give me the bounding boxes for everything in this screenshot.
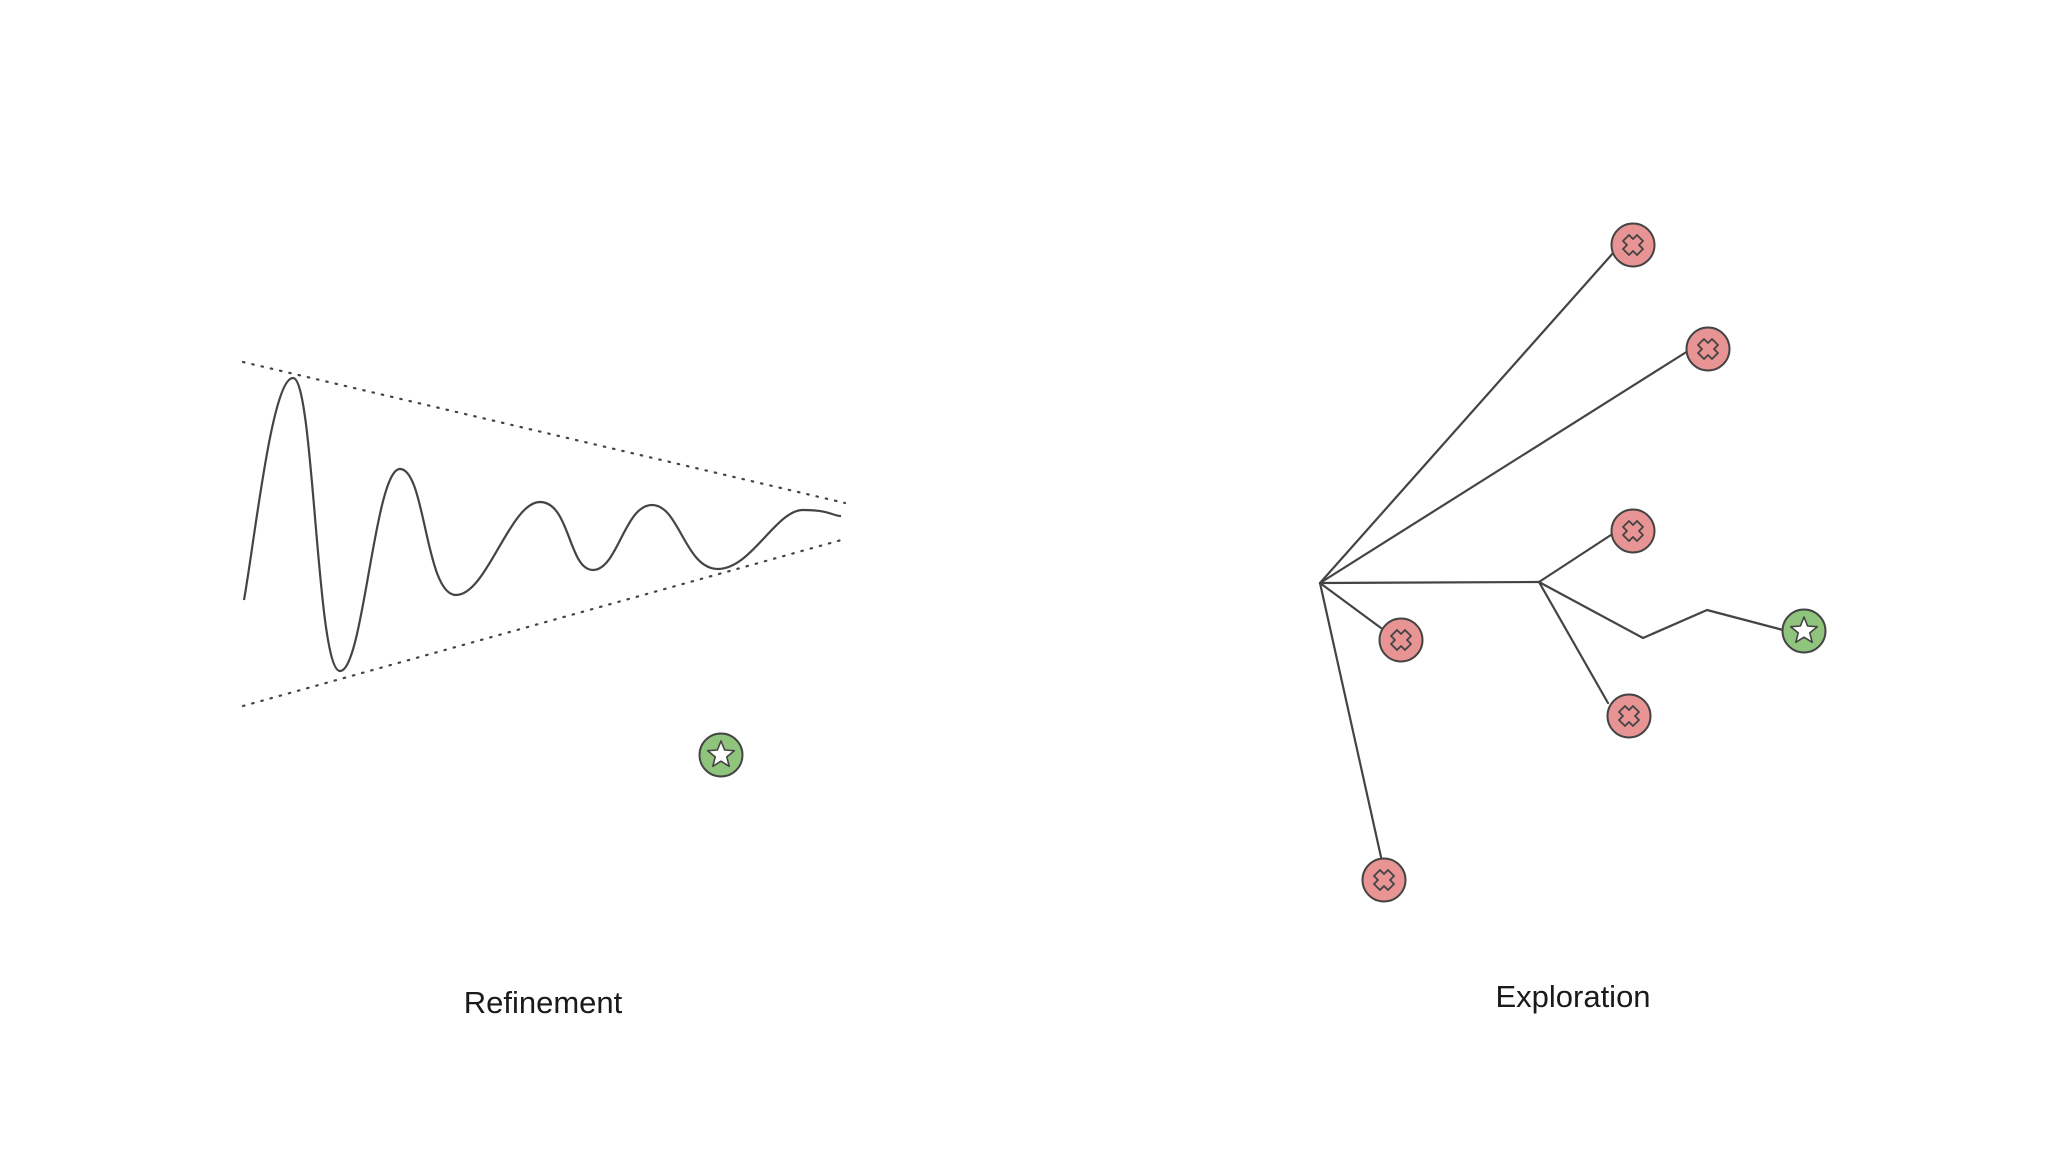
exploration-caption: Exploration	[1495, 979, 1651, 1014]
star-icon	[698, 732, 744, 778]
lower-envelope-line	[241, 537, 847, 708]
x-icon	[1610, 508, 1656, 554]
branch-edge	[1537, 531, 1616, 584]
branch-edge	[1537, 580, 1610, 705]
upper-envelope-line	[241, 360, 847, 505]
branch-edge	[1537, 580, 1785, 640]
x-icon	[1610, 222, 1656, 268]
refinement-diagram	[241, 360, 847, 778]
branch-edge	[1318, 581, 1383, 859]
x-icon	[1606, 693, 1652, 739]
x-icon	[1361, 857, 1407, 903]
refinement-caption: Refinement	[463, 985, 623, 1020]
branch-edge	[1318, 581, 1383, 630]
branch-edge	[1318, 580, 1541, 585]
x-icon	[1685, 326, 1731, 372]
x-icon	[1378, 617, 1424, 663]
exploration-diagram	[1318, 222, 1827, 903]
exploration-branches	[1318, 250, 1785, 859]
damped-oscillation-curve	[242, 376, 842, 673]
star-icon	[1781, 608, 1827, 654]
branch-edge	[1318, 250, 1616, 585]
branch-edge	[1318, 349, 1690, 585]
